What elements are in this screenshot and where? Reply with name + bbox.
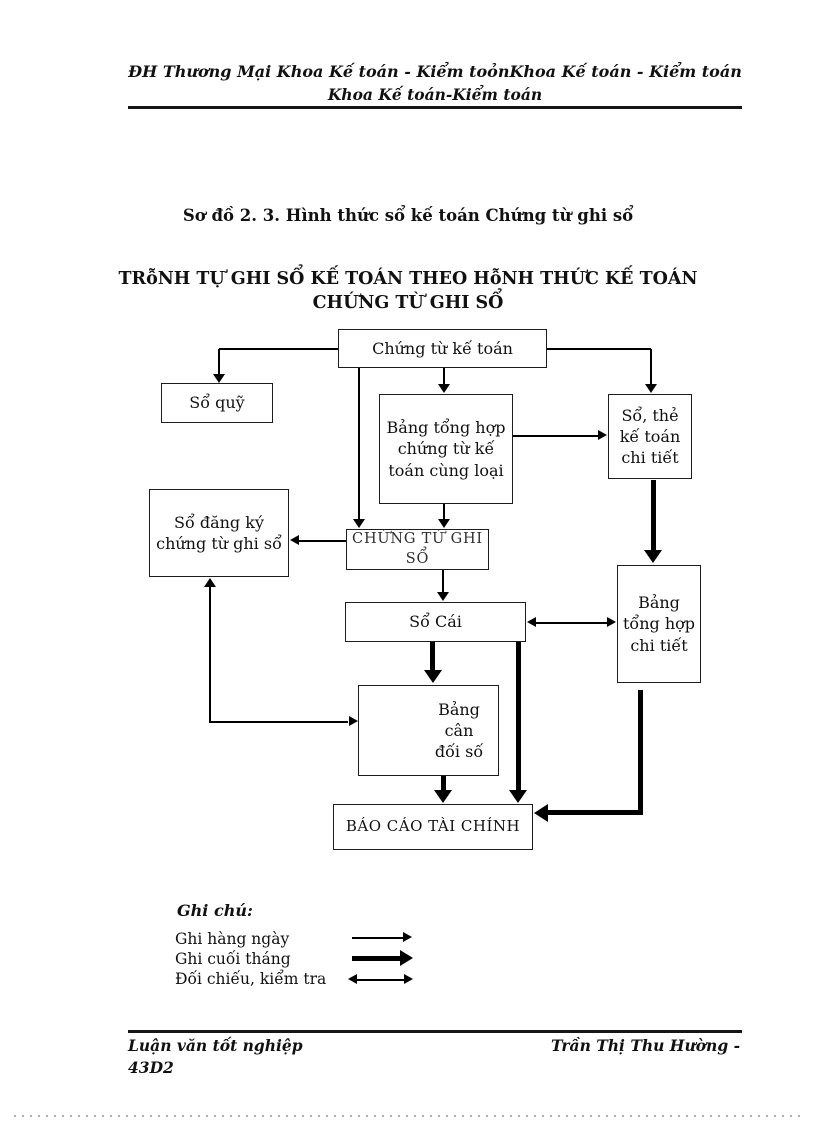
header-rule [128, 106, 742, 109]
connector-bth-to-sothe-h [513, 435, 598, 437]
legend-item-daily: Ghi hàng ngày [175, 930, 290, 948]
connector-socai-to-bctc-thick-v [516, 642, 521, 791]
connector-socai-to-bcds-thick-v [430, 642, 435, 671]
arrowhead-into-ctgs-left [353, 519, 365, 528]
legend-double-arrow-head-right [404, 974, 413, 984]
connector-socai-bthct-h [536, 622, 608, 624]
legend-thin-arrow-line [352, 937, 403, 939]
connector-sothe-to-bthct-thick-v [651, 480, 656, 550]
connector-a-to-bth-v [443, 368, 445, 385]
connector-ctgs-to-socai-v [442, 570, 444, 593]
arrowhead-thick-into-bthct [644, 550, 662, 563]
connector-bth-to-ctgs-v [443, 504, 445, 519]
arrowhead-thick-into-bctc-right [534, 804, 548, 822]
connector-ctgs-to-sodangky-h [299, 540, 346, 542]
connector-sodangky-bcds-v [209, 586, 211, 722]
footer-left-line-2: 43D2 [128, 1058, 174, 1077]
node-so-dang-ky-chung-tu: Sổ đăng ký chứng từ ghi sổ [149, 489, 289, 577]
connector-a-to-sothe-v [650, 349, 652, 385]
connector-a-to-soquy-v [218, 349, 220, 375]
legend-thick-arrow-head [400, 950, 413, 966]
legend-thick-arrow-line [352, 956, 400, 961]
legend-double-arrow-line [357, 979, 404, 981]
arrowhead-into-socai-right [527, 617, 536, 627]
node-so-cai: Sổ Cái [345, 602, 526, 642]
arrowhead-into-socai [437, 592, 449, 601]
arrowhead-into-bth [438, 384, 450, 393]
footer-left-line-1: Luận văn tốt nghiệp [128, 1036, 303, 1055]
connector-a-to-soquy-h [219, 348, 338, 350]
node-so-the-ke-toan-chi-tiet: Sổ, thẻ kế toán chi tiết [608, 394, 692, 479]
legend-thin-arrow-head [403, 932, 412, 942]
diagram-heading-line-2: CHỨNG TỪ GHI SỔ [312, 293, 504, 313]
diagram-heading: TRỗNH TỰ GHI SỔ KẾ TOÁN THEO HỗNH THỨC K… [101, 267, 715, 315]
connector-sodangky-bcds-h [209, 721, 348, 723]
arrowhead-thick-into-bctc-top-right [509, 790, 527, 803]
connector-bthct-to-bctc-thick-v [638, 690, 643, 815]
connector-bcds-to-bctc-thick-v [441, 776, 446, 791]
connector-a-to-ctgs-v [358, 368, 360, 519]
diagram-heading-line-1: TRỗNH TỰ GHI SỔ KẾ TOÁN THEO HỗNH THỨC K… [118, 269, 698, 289]
arrowhead-into-sodangky [290, 535, 299, 545]
arrowhead-into-sothe [645, 384, 657, 393]
arrowhead-into-soquy [213, 374, 225, 383]
footer-rule [128, 1030, 742, 1033]
header-line-2: Khoa Kế toán-Kiểm toán [327, 85, 543, 104]
node-bang-can-doi-so: Bảng cân đối số [358, 685, 499, 776]
node-bang-tong-hop-chung-tu: Bảng tổng hợp chứng từ kế toán cùng loại [379, 394, 513, 504]
legend-double-arrow-head-left [348, 974, 357, 984]
connector-bthct-to-bctc-thick-h [545, 810, 643, 815]
arrowhead-into-ctgs-center [438, 519, 450, 528]
connector-a-to-sothe-h [547, 348, 651, 350]
node-bao-cao-tai-chinh: BÁO CÁO TÀI CHÍNH [333, 804, 533, 850]
node-chung-tu-ghi-so: CHỨNG TỪ GHI SỔ [346, 529, 489, 570]
legend-item-check: Đối chiếu, kiểm tra [175, 970, 327, 988]
figure-caption: Sơ đồ 2. 3. Hình thức sổ kế toán Chứng t… [182, 206, 634, 225]
arrowhead-thick-into-bcds [424, 670, 442, 683]
node-bang-tong-hop-chi-tiet: Bảng tổng hợp chi tiết [617, 565, 701, 683]
arrowhead-into-bcds-left [349, 716, 358, 726]
arrowhead-into-sothe-left [598, 430, 607, 440]
node-bang-can-doi-so-label: Bảng cân đối số [434, 699, 484, 762]
arrowhead-thick-into-bctc-top-left [434, 790, 452, 803]
header-line-1: ĐH Thương Mại Khoa Kế toán - Kiểm toỏnKh… [128, 62, 742, 81]
node-chung-tu-ke-toan: Chứng từ kế toán [338, 329, 547, 368]
page-boundary-dotted-line [14, 1115, 802, 1117]
footer-right-author: Trần Thị Thu Hường - [550, 1036, 740, 1055]
legend-title: Ghi chú: [177, 901, 253, 920]
arrowhead-into-bthct-left [607, 617, 616, 627]
legend-item-monthly: Ghi cuối tháng [175, 950, 291, 968]
node-so-quy: Sổ quỹ [161, 383, 273, 423]
arrowhead-into-sodangky-bottom [204, 578, 216, 587]
